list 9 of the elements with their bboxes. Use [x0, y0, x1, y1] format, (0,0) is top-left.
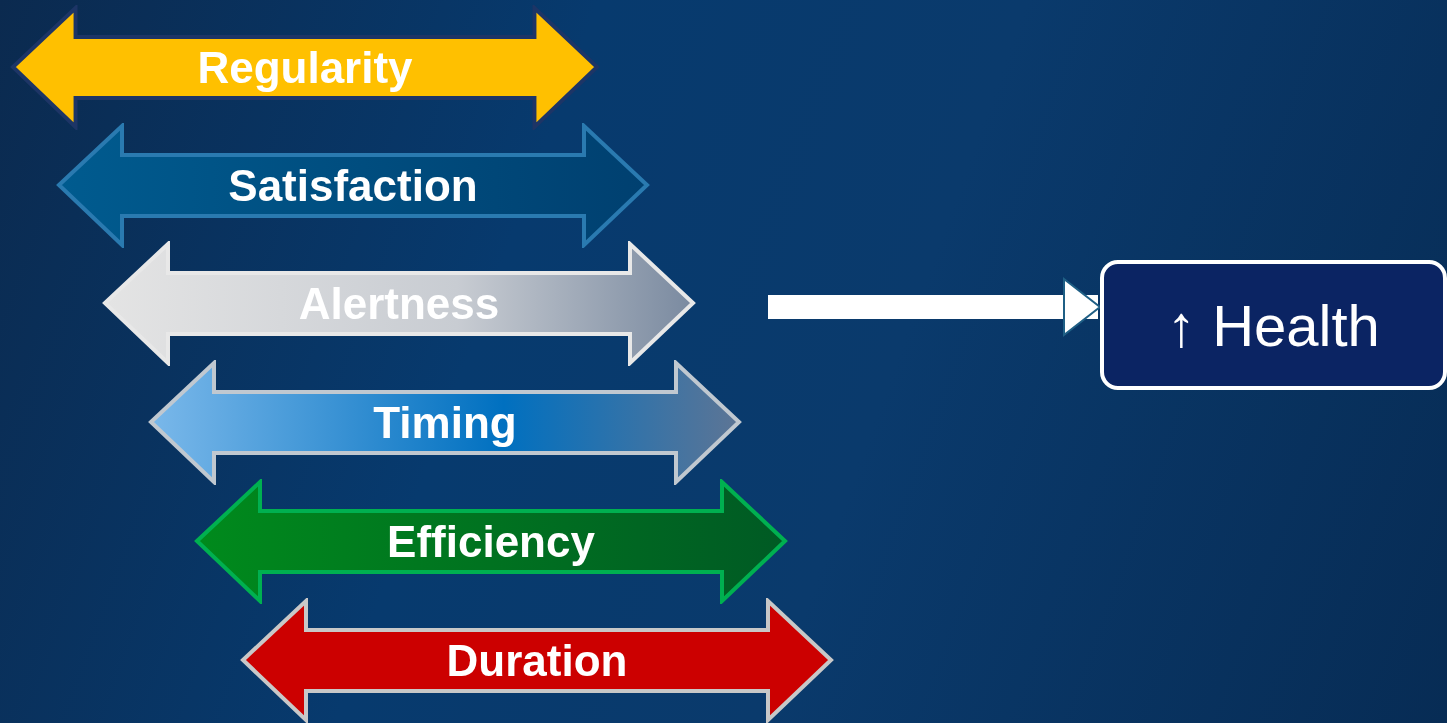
- outcome-label: ↑ Health: [1167, 291, 1380, 359]
- outcome-box: [1100, 260, 1447, 390]
- arrow-label: Alertness: [297, 278, 501, 329]
- arrow: [768, 278, 1101, 336]
- arrow-label: Efficiency: [386, 516, 596, 567]
- arrow-label: Timing: [372, 397, 518, 448]
- arrow-label: Regularity: [196, 42, 414, 93]
- arrow-label: Duration: [445, 635, 629, 686]
- arrow-label: Satisfaction: [227, 160, 479, 211]
